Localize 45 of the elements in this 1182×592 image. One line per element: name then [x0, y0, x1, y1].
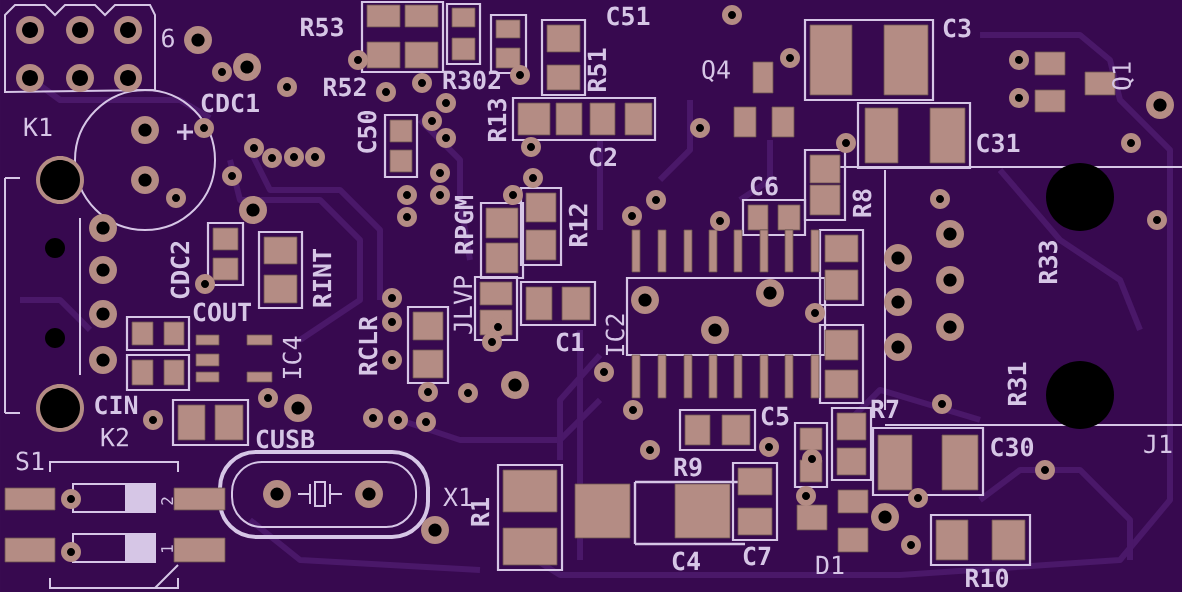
silkscreen-label: C2	[589, 147, 616, 167]
silkscreen-label: C7	[743, 546, 771, 566]
silkscreen-label: R302	[443, 70, 501, 90]
silkscreen-label: K1	[24, 117, 52, 137]
silkscreen-label: R1	[470, 498, 490, 526]
silkscreen-label: J1	[1144, 434, 1172, 454]
silkscreen-label: C1	[556, 332, 584, 352]
silkscreen-label: RINT	[312, 249, 332, 307]
silkscreen-label: R13	[487, 99, 507, 141]
silkscreen-label: CUSB	[256, 429, 315, 449]
silkscreen-label: C31	[977, 133, 1020, 153]
silkscreen-label: CDC2	[170, 241, 190, 299]
silkscreen-label: R12	[568, 204, 588, 246]
silkscreen-label: 2	[161, 497, 173, 505]
silkscreen-label: RPGM	[454, 195, 474, 254]
silkscreen-label: CDC1	[201, 93, 259, 113]
silkscreen-label: 6	[162, 28, 174, 48]
silkscreen-label: Q1	[1112, 62, 1134, 90]
silkscreen-label: C4	[672, 551, 700, 571]
silkscreen-label: 1	[161, 545, 173, 552]
silkscreen-label: C5	[761, 406, 789, 426]
silkscreen-label: C30	[991, 437, 1034, 457]
silkscreen-label: K2	[101, 427, 128, 447]
silkscreen-label: C6	[750, 176, 778, 196]
silkscreen-label: RCLR	[358, 315, 378, 375]
silkscreen-label: R9	[674, 457, 702, 477]
silkscreen-label: R52	[324, 77, 366, 97]
silkscreen-label: R33	[1038, 241, 1058, 283]
silkscreen-label: C51	[607, 6, 650, 26]
silkscreen-label: R10	[966, 568, 1009, 588]
silkscreen-label: COUT	[193, 302, 251, 322]
silkscreen-label: D1	[816, 555, 844, 575]
silkscreen-label: Q4	[702, 60, 730, 82]
silkscreen-label: CIN	[95, 395, 138, 415]
silkscreen-label: C3	[943, 18, 971, 38]
silkscreen-label: C50	[357, 110, 377, 153]
silkscreen-label: R8	[852, 189, 872, 217]
silkscreen-label: JLVP	[453, 276, 473, 334]
silkscreen-label: IC2	[605, 314, 625, 356]
silkscreen-label: S1	[16, 451, 44, 471]
silkscreen-label: R53	[301, 17, 343, 37]
silkscreen-label: IC4	[282, 336, 302, 379]
silkscreen-label: R31	[1007, 362, 1027, 405]
silkscreen-label: R51	[587, 48, 607, 91]
silkscreen-label: X1	[443, 487, 472, 507]
